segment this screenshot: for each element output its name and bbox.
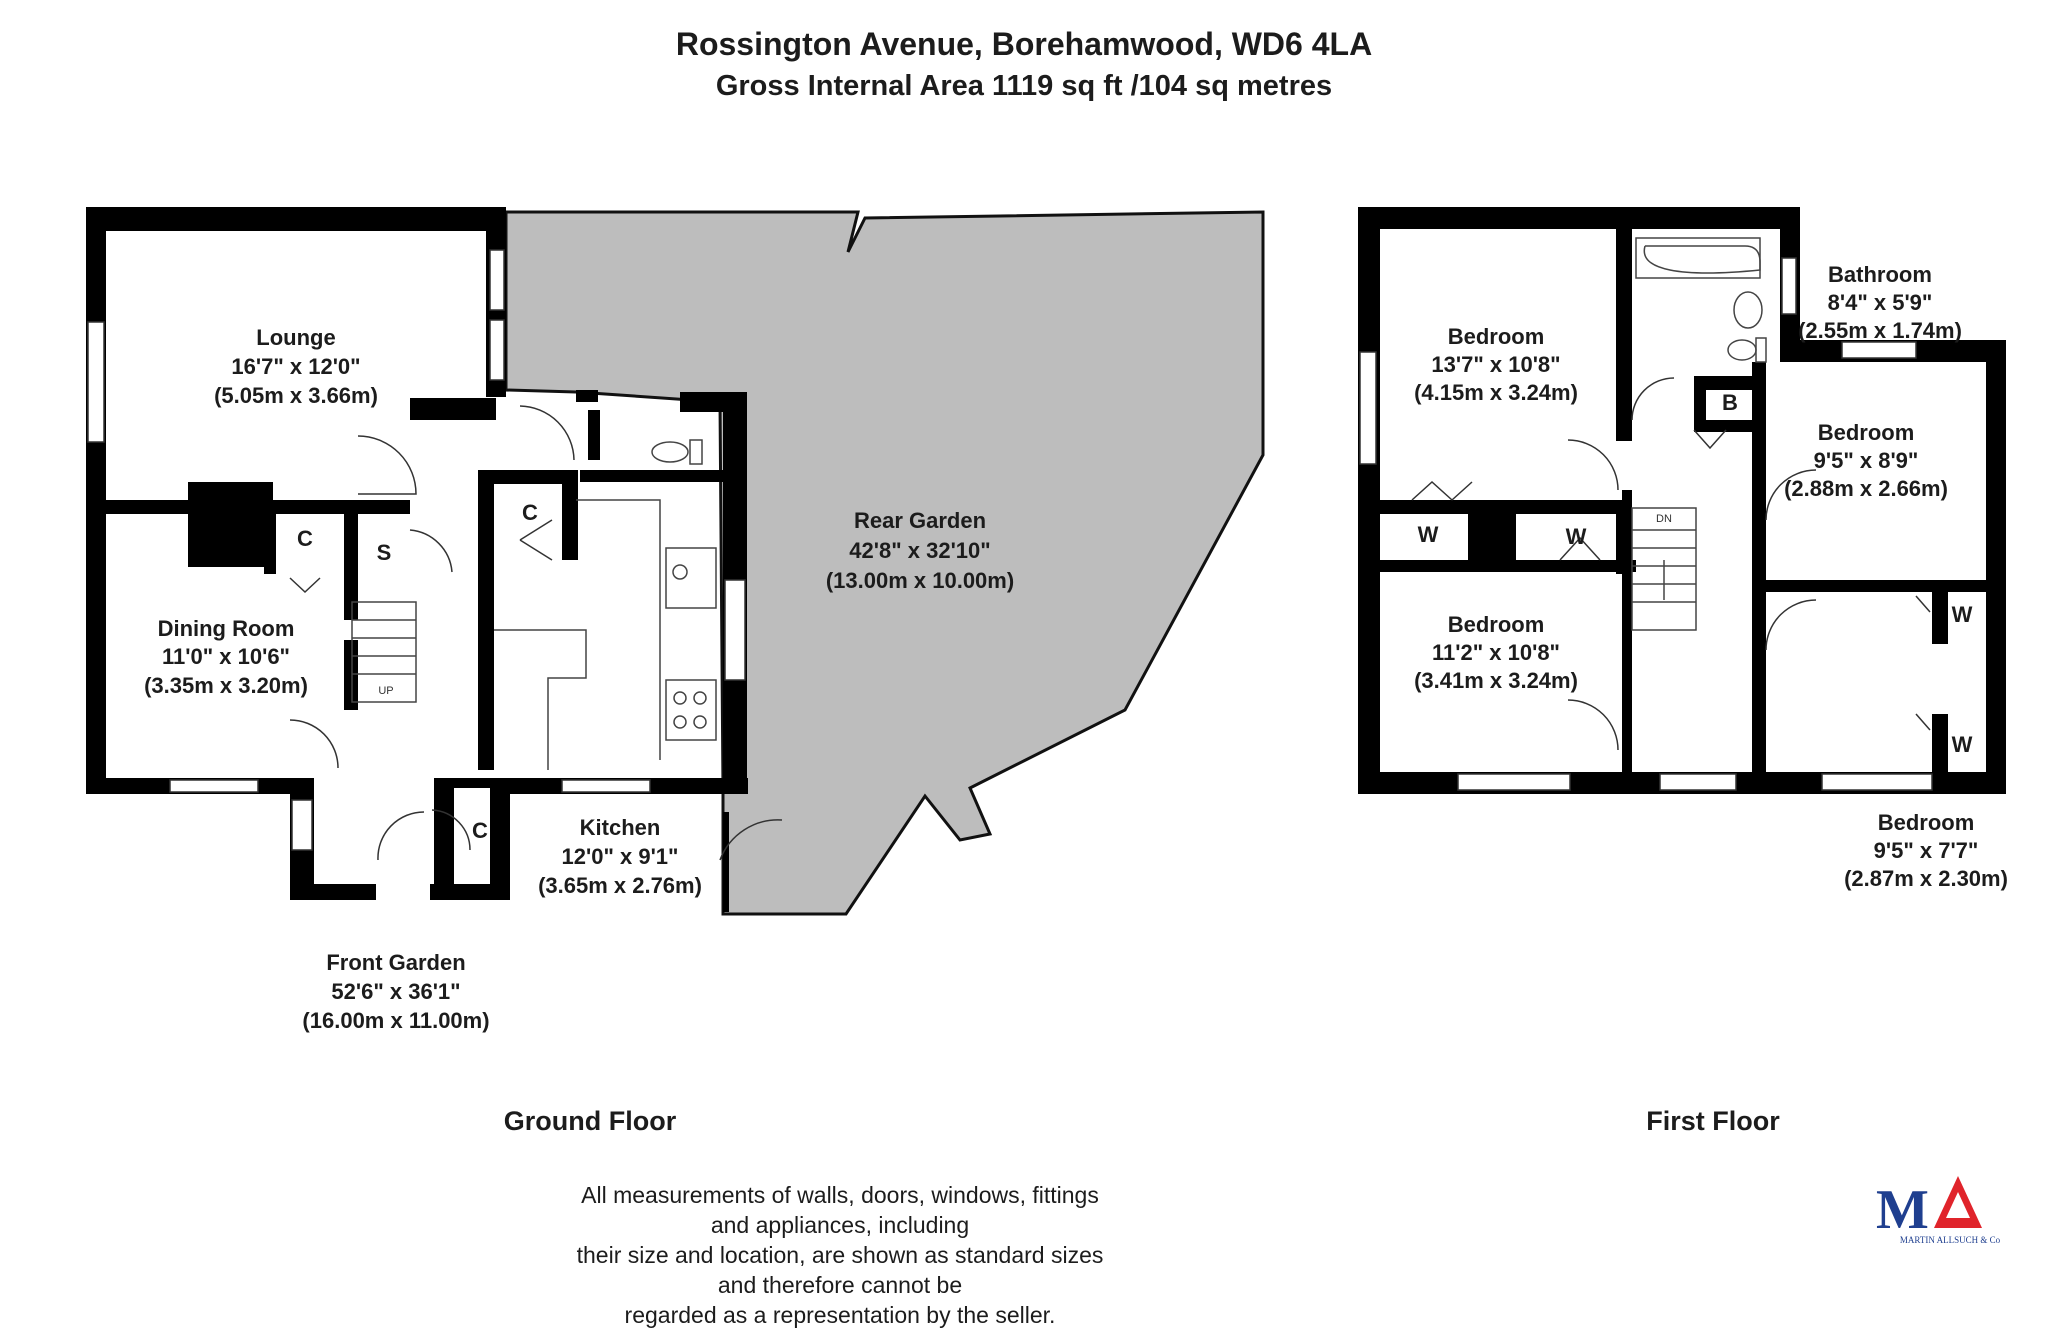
address-title: Rossington Avenue, Borehamwood, WD6 4LA	[675, 26, 1373, 62]
disclaimer-line: All measurements of walls, doors, window…	[581, 1182, 1099, 1238]
ground-floor-title: Ground Floor	[504, 1106, 677, 1136]
dining-metric: (3.35m x 3.20m)	[144, 673, 308, 698]
bathroom-name: Bathroom	[1828, 262, 1932, 287]
ground-doors	[289, 405, 783, 861]
cupboard-label: C	[472, 818, 488, 843]
bedroom3-imperial: 9'5" x 8'9"	[1814, 448, 1919, 473]
bedroom4-name: Bedroom	[1878, 810, 1975, 835]
disclaimer: All measurements of walls, doors, window…	[560, 1180, 1120, 1330]
lounge-metric: (5.05m x 3.66m)	[214, 383, 378, 408]
cupboard-label: C	[297, 526, 313, 551]
bedroom1-name: Bedroom	[1448, 324, 1545, 349]
bedroom1-metric: (4.15m x 3.24m)	[1414, 380, 1578, 405]
agency-logo: M MARTIN ALLSUCH & Co	[1876, 1176, 2001, 1245]
lounge-imperial: 16'7" x 12'0"	[231, 354, 360, 379]
first-floor-windows	[1359, 257, 1933, 791]
rear-garden-name: Rear Garden	[854, 508, 986, 533]
dining-imperial: 11'0" x 10'6"	[162, 644, 290, 669]
bedroom2-name: Bedroom	[1448, 612, 1545, 637]
first-floor-stairs	[1631, 507, 1697, 631]
bedroom3-metric: (2.88m x 2.66m)	[1784, 476, 1948, 501]
first-floor-doors	[1411, 377, 1931, 751]
front-garden-metric: (16.00m x 11.00m)	[302, 1008, 489, 1033]
bedroom4-imperial: 9'5" x 7'7"	[1874, 838, 1979, 863]
ground-stairs	[351, 601, 417, 703]
rear-garden-area	[504, 210, 1265, 916]
kitchen-metric: (3.65m x 2.76m)	[538, 873, 702, 898]
bedroom2-metric: (3.41m x 3.24m)	[1414, 668, 1578, 693]
wardrobe-label: W	[1566, 524, 1587, 549]
disclaimer-line: their size and location, are shown as st…	[576, 1242, 1104, 1298]
store-label: S	[377, 540, 392, 565]
floor-plan: Lounge 16'7" x 12'0" (5.05m x 3.66m) Din…	[86, 207, 2008, 1136]
rear-garden-imperial: 42'8" x 32'10"	[849, 538, 990, 563]
bathroom-imperial: 8'4" x 5'9"	[1828, 290, 1933, 315]
wardrobe-label: W	[1952, 732, 1973, 757]
front-garden-name: Front Garden	[326, 950, 465, 975]
bedroom3-name: Bedroom	[1818, 420, 1915, 445]
ground-floor-windows	[87, 249, 746, 851]
rear-garden-metric: (13.00m x 10.00m)	[826, 568, 1014, 593]
bathroom-metric: (2.55m x 1.74m)	[1798, 318, 1962, 343]
logo-name: MARTIN ALLSUCH & Co	[1900, 1235, 2001, 1245]
logo-m-mark: M	[1876, 1179, 1929, 1241]
kitchen-imperial: 12'0" x 9'1"	[562, 844, 679, 869]
wardrobe-label: W	[1418, 522, 1439, 547]
front-garden-imperial: 52'6" x 36'1"	[331, 979, 460, 1004]
bedroom2-imperial: 11'2" x 10'8"	[1432, 640, 1560, 665]
disclaimer-line: regarded as a representation by the sell…	[624, 1302, 1056, 1328]
first-floor-title: First Floor	[1646, 1106, 1780, 1136]
lounge-name: Lounge	[256, 325, 335, 350]
boiler-label: B	[1722, 390, 1738, 415]
kitchen-name: Kitchen	[580, 815, 661, 840]
bedroom1-imperial: 13'7" x 10'8"	[1431, 352, 1560, 377]
bathroom-fittings	[1635, 237, 1767, 363]
kitchen-fittings	[494, 439, 717, 770]
stairs-down-label: DN	[1656, 513, 1672, 525]
wardrobe-label: W	[1952, 602, 1973, 627]
dining-name: Dining Room	[158, 616, 295, 641]
area-subtitle: Gross Internal Area 1119 sq ft /104 sq m…	[715, 70, 1333, 102]
cupboard-label: C	[522, 500, 538, 525]
bedroom4-metric: (2.87m x 2.30m)	[1844, 866, 2008, 891]
stairs-up-label: UP	[378, 685, 393, 697]
